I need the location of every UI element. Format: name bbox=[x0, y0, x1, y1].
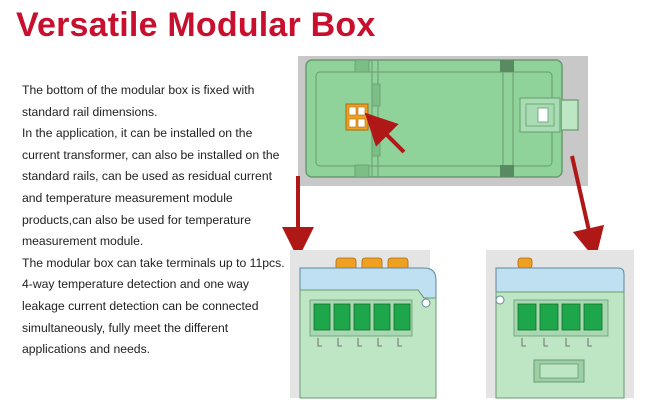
paragraph-terminals: The modular box can take terminals up to… bbox=[22, 255, 285, 357]
down-arrow-right bbox=[570, 155, 605, 260]
front-view-box-right bbox=[486, 250, 634, 399]
paragraph-application: In the application, it can be installed … bbox=[22, 126, 280, 249]
pointer-arrow bbox=[364, 112, 406, 154]
paragraph-rail: The bottom of the modular box is fixed w… bbox=[22, 83, 255, 119]
description-text: The bottom of the modular box is fixed w… bbox=[22, 80, 292, 361]
top-view-box bbox=[298, 56, 588, 186]
front-view-box-left bbox=[290, 250, 437, 399]
page-title: Versatile Modular Box bbox=[16, 6, 376, 44]
terminal-block-icon bbox=[345, 103, 369, 131]
